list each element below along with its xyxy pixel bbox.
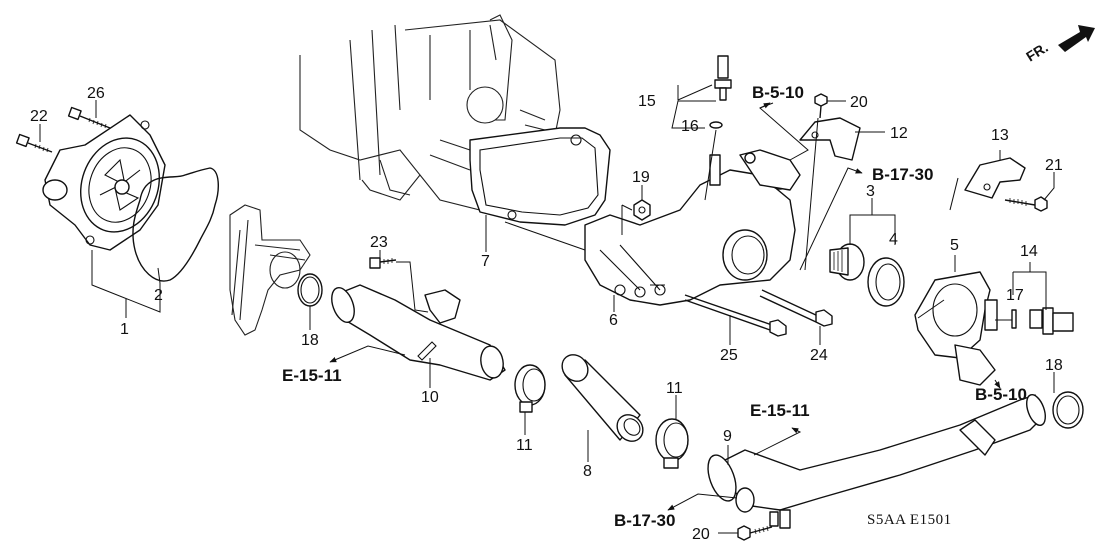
callout-14: 14 bbox=[1020, 243, 1038, 260]
temperature-sensor-15[interactable] bbox=[714, 55, 732, 101]
callout-4: 4 bbox=[889, 231, 898, 248]
callout-labels: 1 2 3 4 5 6 7 8 9 10 11 11 12 13 14 15 1… bbox=[30, 85, 1063, 543]
callout-3: 3 bbox=[866, 183, 875, 200]
hose-clamp-11-right[interactable] bbox=[655, 418, 689, 469]
callout-6: 6 bbox=[609, 312, 618, 329]
thermostat-cover-5[interactable] bbox=[914, 271, 998, 386]
callout-16: 16 bbox=[681, 118, 699, 135]
ref-e-15-11-bottom[interactable]: E-15-11 bbox=[750, 401, 810, 420]
callout-8: 8 bbox=[583, 463, 592, 480]
washer-17[interactable] bbox=[1011, 309, 1017, 329]
callout-15: 15 bbox=[638, 93, 656, 110]
callout-9: 9 bbox=[723, 428, 732, 445]
bracket-13[interactable] bbox=[964, 157, 1026, 199]
ref-e-15-11-left[interactable]: E-15-11 bbox=[282, 366, 342, 385]
nut-19[interactable] bbox=[633, 199, 651, 221]
ref-b-17-30-top[interactable]: B-17-30 bbox=[872, 165, 933, 184]
callout-5: 5 bbox=[950, 237, 959, 254]
washer-16[interactable] bbox=[709, 121, 723, 129]
thermostat-seal-4[interactable] bbox=[867, 257, 905, 307]
callout-20-bottom: 20 bbox=[692, 526, 710, 543]
callout-18-right: 18 bbox=[1045, 357, 1063, 374]
callout-18-left: 18 bbox=[301, 332, 319, 349]
callout-7: 7 bbox=[481, 253, 490, 270]
callout-21: 21 bbox=[1045, 157, 1063, 174]
o-ring-18-left[interactable] bbox=[297, 273, 323, 307]
bracket-12[interactable] bbox=[799, 117, 861, 161]
water-pipe-10[interactable] bbox=[327, 284, 506, 381]
ref-b-17-30-bottom[interactable]: B-17-30 bbox=[614, 511, 675, 530]
thermostat-3[interactable] bbox=[829, 243, 865, 281]
pump-gasket-2[interactable] bbox=[132, 167, 219, 282]
hose-clamp-11-left[interactable] bbox=[514, 364, 546, 413]
front-label: FR. bbox=[1023, 39, 1051, 65]
bolt-20-bottom[interactable] bbox=[737, 525, 773, 541]
hose-8[interactable] bbox=[557, 350, 648, 447]
callout-24: 24 bbox=[810, 347, 828, 364]
temperature-switch-14[interactable] bbox=[1029, 307, 1074, 335]
callout-22: 22 bbox=[30, 108, 48, 125]
thermostat-housing-6[interactable] bbox=[584, 149, 801, 306]
bolt-20-top[interactable] bbox=[814, 93, 828, 119]
connecting-pipe-9[interactable] bbox=[703, 392, 1049, 529]
timing-cover-outline bbox=[229, 204, 311, 336]
diagram-code: S5AA E1501 bbox=[867, 512, 952, 528]
bolt-22[interactable] bbox=[15, 133, 53, 153]
callout-11-left: 11 bbox=[516, 437, 533, 454]
gasket-7[interactable] bbox=[469, 127, 611, 226]
callout-10: 10 bbox=[421, 389, 439, 406]
bolt-23[interactable] bbox=[369, 257, 397, 269]
callout-25: 25 bbox=[720, 347, 738, 364]
callout-26: 26 bbox=[87, 85, 105, 102]
ref-b-5-10-right[interactable]: B-5-10 bbox=[975, 385, 1027, 404]
callout-2: 2 bbox=[154, 287, 163, 304]
leader-lines bbox=[39, 84, 1055, 534]
front-direction-indicator: FR. bbox=[1023, 25, 1095, 65]
bolt-24[interactable] bbox=[759, 289, 833, 327]
bolt-25[interactable] bbox=[684, 294, 787, 337]
callout-13: 13 bbox=[991, 127, 1009, 144]
bolt-21[interactable] bbox=[1004, 196, 1048, 212]
ref-b-5-10-top[interactable]: B-5-10 bbox=[752, 83, 804, 102]
callout-19: 19 bbox=[632, 169, 650, 186]
bolt-26[interactable] bbox=[67, 106, 111, 129]
callout-1: 1 bbox=[120, 321, 129, 338]
callout-12: 12 bbox=[890, 125, 908, 142]
water-pump-1[interactable] bbox=[42, 114, 172, 251]
o-ring-18-right[interactable] bbox=[1052, 391, 1084, 429]
reference-labels: B-5-10 B-17-30 B-5-10 E-15-11 E-15-11 B-… bbox=[282, 83, 1027, 530]
callout-11-right: 11 bbox=[666, 380, 683, 397]
callout-23: 23 bbox=[370, 234, 388, 251]
callout-17: 17 bbox=[1006, 287, 1024, 304]
callout-20-top: 20 bbox=[850, 94, 868, 111]
